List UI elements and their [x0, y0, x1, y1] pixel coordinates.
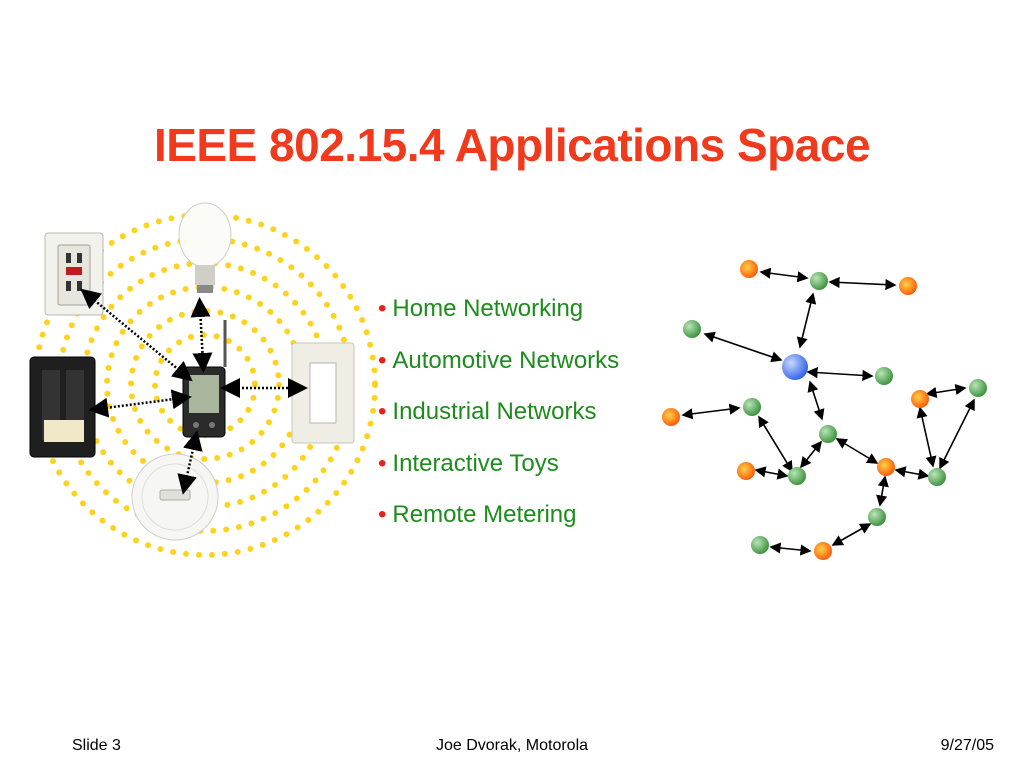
network-node — [819, 425, 837, 443]
footer-author: Joe Dvorak, Motorola — [435, 737, 589, 754]
bullet-dot: • — [378, 346, 387, 374]
bullet-dot: • — [378, 501, 387, 528]
list-item: •Interactive Toys — [378, 438, 619, 490]
network-node — [788, 467, 806, 485]
network-node — [810, 272, 828, 290]
network-node — [683, 320, 701, 338]
bullet-dot: • — [378, 295, 387, 322]
list-item: •Industrial Networks — [378, 386, 619, 438]
network-links — [681, 267, 975, 556]
bullet-text: Automotive Networks — [392, 346, 620, 374]
electrical-outlet-icon — [44, 232, 104, 316]
list-item: •Remote Metering — [378, 489, 619, 541]
network-node — [875, 367, 893, 385]
network-node — [969, 379, 987, 397]
mesh-network-diagram — [662, 260, 987, 560]
circuit-breaker-icon — [29, 356, 96, 458]
network-node — [751, 536, 769, 554]
network-node — [868, 508, 886, 526]
network-nodes — [662, 260, 987, 560]
bullet-text: Home Networking — [392, 295, 584, 322]
bullet-text: Industrial Networks — [392, 398, 597, 425]
network-node — [877, 458, 895, 476]
slide-title: IEEE 802.15.4 Applications Space — [153, 119, 871, 171]
network-node — [743, 398, 761, 416]
bullet-dot: • — [378, 449, 387, 477]
network-node — [782, 354, 808, 380]
network-node — [911, 390, 929, 408]
smoke-detector-icon — [131, 453, 219, 541]
network-node — [737, 462, 755, 480]
bullet-text: Remote Metering — [392, 501, 577, 528]
light-bulb-icon — [178, 202, 232, 293]
network-node — [928, 468, 946, 486]
applications-list: •Home Networking •Automotive Networks •I… — [378, 283, 619, 541]
network-node — [740, 260, 758, 278]
pda-icon — [182, 320, 227, 438]
device-links — [80, 288, 308, 495]
footer-slide-number: Slide 3 — [72, 737, 121, 754]
home-network-illustration — [29, 202, 378, 558]
list-item: •Automotive Networks — [378, 335, 619, 387]
footer-date: 9/27/05 — [940, 737, 994, 754]
bullet-dot: • — [378, 398, 387, 425]
light-switch-icon — [291, 342, 355, 444]
network-node — [662, 408, 680, 426]
bullet-text: Interactive Toys — [392, 449, 559, 477]
list-item: •Home Networking — [378, 283, 619, 335]
network-node — [899, 277, 917, 295]
network-node — [814, 542, 832, 560]
